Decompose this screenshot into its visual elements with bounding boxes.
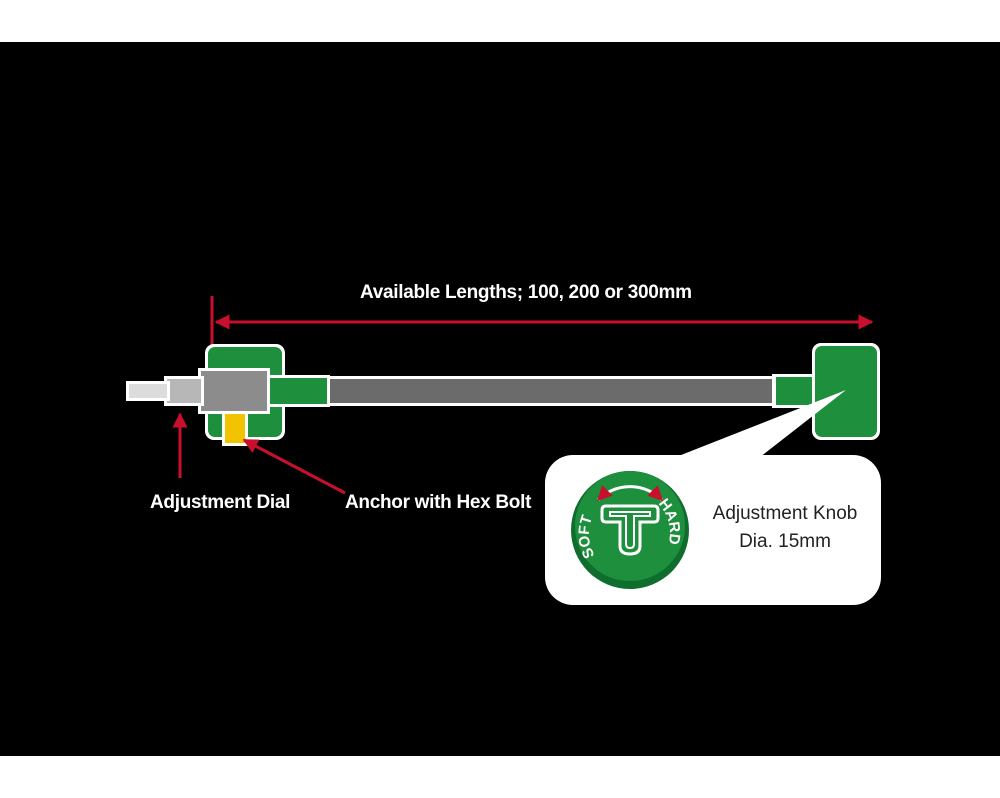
rotation-arrow-icon (596, 485, 664, 502)
anchor-hex-bolt-label: Anchor with Hex Bolt (345, 492, 532, 513)
adjustment-dial-label: Adjustment Dial (150, 492, 291, 513)
knob-description-line1: Adjustment Knob (712, 503, 858, 524)
t-logo-inner-icon (609, 511, 651, 550)
left-fitting-sleeve (270, 378, 327, 404)
right-fitting (815, 346, 877, 437)
knob-callout-pointer (676, 390, 846, 457)
anchor-pointer-arrow (242, 438, 346, 495)
anchor-bolt (225, 411, 245, 443)
cable (323, 379, 779, 403)
available-lengths-label: Available Lengths; 100, 200 or 300mm (360, 282, 692, 303)
dial-shaft (129, 384, 167, 398)
dial-body (201, 371, 267, 411)
knob-description: Adjustment Knob Dia. 15mm (700, 500, 870, 556)
knob-description-line2: Dia. 15mm (739, 531, 831, 552)
dial-ring (167, 379, 201, 403)
t-logo-icon (600, 504, 660, 556)
